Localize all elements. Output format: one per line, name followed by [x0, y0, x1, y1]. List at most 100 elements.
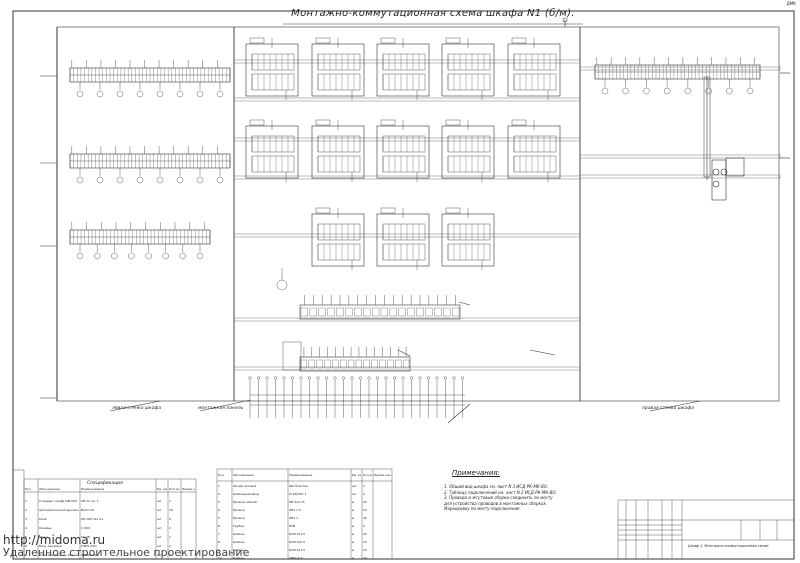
cable-table-cell: 20	[363, 500, 367, 504]
terminal-row-upper	[299, 304, 461, 320]
cable-table-cell: 1	[363, 484, 365, 488]
spec-table-cell: шт	[157, 526, 162, 530]
cable-table-cell: шт	[352, 492, 357, 496]
terminal-row-middle	[299, 356, 411, 372]
cable-table-cell: Кабель	[233, 540, 245, 544]
cable-table-cell: 5	[363, 524, 365, 528]
spec-table-cell: 1	[169, 499, 171, 503]
cable-table-cell: ПХВ	[289, 524, 296, 528]
spec-table-cell: С-800	[81, 526, 90, 530]
cable-table-cell: ПВ1 1,5	[289, 508, 301, 512]
left-wall-label: левая стенка шкафа	[112, 406, 162, 411]
cable-table-cell: 30	[363, 516, 367, 520]
spec-table-cell: 4	[25, 526, 27, 530]
cable-table-cell: ПВ1 1	[289, 516, 299, 520]
table-header-cell: Ед. изм.	[352, 473, 361, 477]
notes-list: 1. Общий вид шкафа см. лист N 3 ИСД-РК-М…	[444, 484, 557, 512]
note-item: Маркировку по месту подключения.	[444, 506, 521, 512]
cable-table-cell: 1	[218, 484, 220, 488]
table-header-cell: Приме-чание	[374, 473, 391, 477]
spec-table-cell: шт	[157, 499, 162, 503]
spec-table-cell: 5	[169, 517, 171, 521]
spec-table-cell: 2	[169, 544, 171, 548]
cable-table-cell: Провод	[233, 516, 245, 520]
spec-table-title: Спецификация	[87, 481, 123, 486]
spec-table-cell: Блок зажимов на 16 клемм	[39, 553, 79, 557]
table-header-cell: Поз.	[25, 487, 32, 491]
sheet-frame	[12, 10, 795, 560]
cable-table-cell: 50	[363, 508, 367, 512]
spec-table-cell: 1	[169, 535, 171, 539]
watermark-text: Удаленное строительное проектирование	[3, 546, 250, 559]
right-wall-label: правая стенка шкафа	[642, 406, 695, 411]
drawing-code: ДМК	[786, 1, 796, 6]
table-header-cell: Кол-во	[169, 487, 180, 491]
cable-table-cell: 20	[363, 556, 367, 560]
spec-table-cell: РП-160 3хх 21	[81, 517, 104, 521]
spec-table-cell: F/RTS-22П	[81, 544, 97, 548]
spec-table-cell: КЛЕМА-21	[81, 553, 97, 557]
cable-table-cell: м	[352, 508, 355, 512]
cable-table-cell: 9	[218, 548, 220, 552]
spec-table-cell: 2	[169, 553, 171, 557]
watermark-url[interactable]: http://midoma.ru	[3, 533, 106, 547]
spec-table-cell: ВА47-29	[81, 508, 94, 512]
spec-table-cell: Клеммы	[39, 526, 52, 530]
spec-table-cell: 2	[25, 508, 27, 512]
cable-table-cell: ТРКА 4 5	[289, 556, 303, 560]
spec-table-cell: шт	[157, 553, 162, 557]
drawing-title: Монтажно-коммутационная схема шкафа N1 (…	[291, 8, 575, 19]
cable-table-cell: 10	[218, 556, 222, 560]
spec-table-cell: Стандарт шкаф KIN-0/М	[39, 499, 77, 503]
cable-table-cell: Кабельный ввод	[233, 492, 260, 496]
spec-table-cell: шт	[157, 508, 162, 512]
table-header-cell: Ед. изм.	[157, 487, 167, 491]
spec-table-cell: 7	[25, 553, 27, 557]
cable-table-cell: м	[352, 532, 355, 536]
note-item: 1. Общий вид шкафа см. лист N 3 ИСД-РК-М…	[444, 484, 549, 489]
cable-table-cell: Кабель	[233, 556, 245, 560]
cable-table-cell: ЩР Пластик	[289, 484, 309, 488]
cable-table-cell: 4	[218, 508, 220, 512]
spec-table-cell: шт	[157, 544, 162, 548]
cable-table-cell: Провод	[233, 508, 245, 512]
cable-table-cell: Трубка	[233, 524, 245, 528]
cable-table-cell: шт	[352, 484, 357, 488]
mount-panel-label: монтажная панель	[198, 406, 244, 411]
table-header-cell: Наименование	[289, 473, 313, 477]
table-header-cell: Поз.	[218, 473, 225, 477]
cable-table-cell: NYM 3х2,5	[289, 540, 306, 544]
spec-table-cell: 3	[25, 517, 27, 521]
cable-table-cell: М 16/ПУС 3	[289, 492, 307, 496]
cable-duct	[282, 341, 302, 371]
note-item: для устройства проводов в монтажных сбор…	[444, 500, 548, 506]
cable-table-cell: м	[352, 540, 355, 544]
cable-table-cell: 10	[363, 540, 367, 544]
table-header-cell: Наименование	[81, 487, 105, 491]
spec-table-cell: ГС-28	[81, 535, 90, 539]
spec-table-cell: 2	[169, 526, 171, 530]
cable-table-cell: 3	[218, 500, 220, 504]
cable-table-cell: Кабель	[233, 548, 245, 552]
spec-table-cell: СВ-72 пр. 1	[81, 499, 99, 503]
table-header-cell: Обозначение	[39, 487, 60, 491]
cable-table-cell: м	[352, 548, 355, 552]
stamp-title: Шкаф 1. Монтажно-коммутационная схема	[688, 544, 769, 548]
table-header-cell: Кол-во	[363, 473, 372, 477]
cable-table-cell: м	[352, 500, 355, 504]
spec-table-cell: Блок зажимов	[39, 544, 62, 548]
cable-table-cell: 8	[218, 540, 220, 544]
spec-table-cell: Шина	[39, 535, 48, 539]
spec-table-cell: Автоматический выключатель	[39, 508, 79, 512]
cable-table-cell: 6	[218, 524, 220, 528]
spec-table-cell: 1	[25, 499, 27, 503]
cable-table-cell: Кабель	[233, 532, 245, 536]
cable-table-cell: 5	[218, 516, 220, 520]
cable-table-cell: Шкаф силовой	[233, 484, 257, 488]
note-item: 2. Таблицу подключений см. лист N 2 ИСД-…	[444, 489, 557, 495]
cable-table-cell: 20	[363, 532, 367, 536]
cable-table-cell: NYM 5х1,5	[289, 548, 306, 552]
notes-title: Примечания:	[452, 469, 500, 477]
cable-table-cell: Провод гибкий	[233, 500, 257, 504]
